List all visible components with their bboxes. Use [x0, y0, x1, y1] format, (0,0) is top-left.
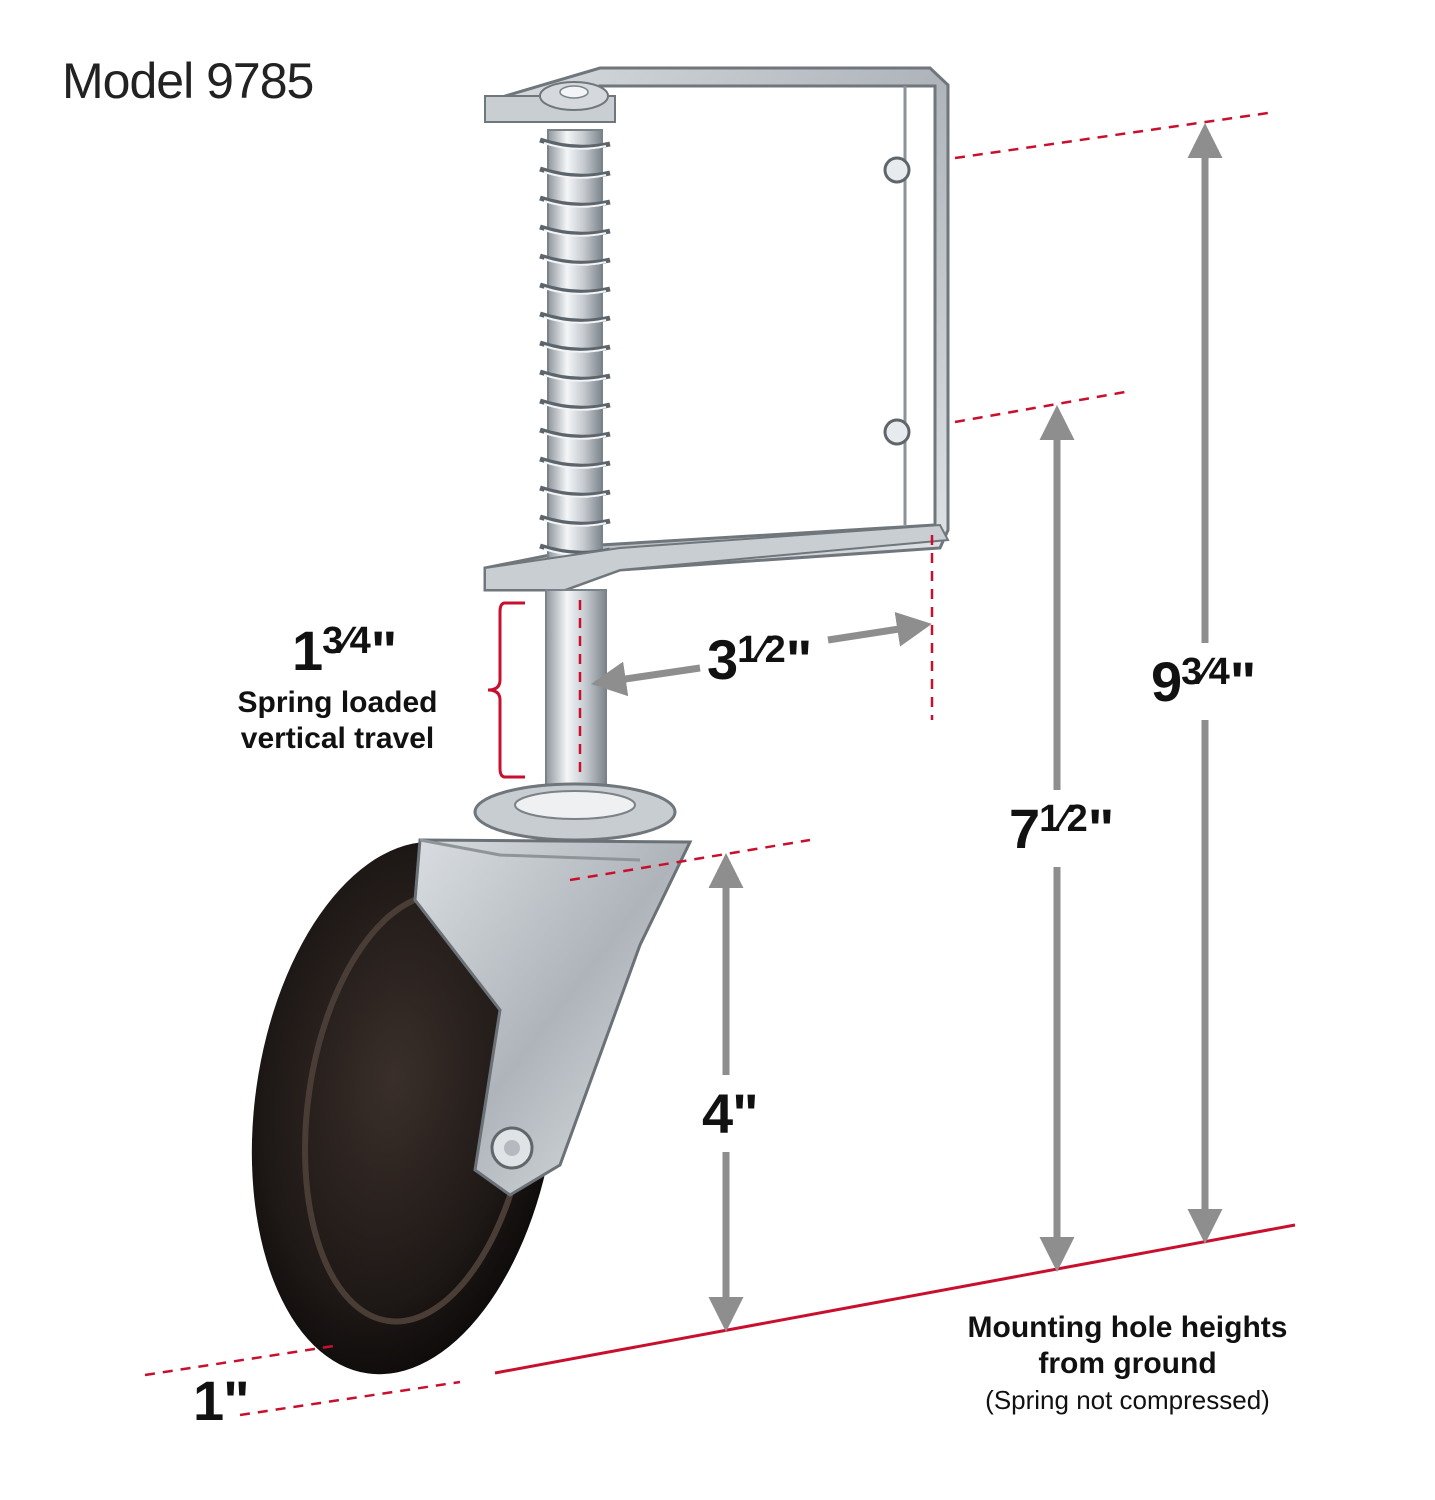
spring-coil-highlight	[543, 345, 607, 353]
spring-coil	[539, 224, 611, 237]
mounting-note: Mounting hole heights from ground (Sprin…	[920, 1310, 1335, 1418]
arrow-3-1-2-right	[827, 611, 932, 647]
caster-fork	[413, 838, 693, 1197]
dim-9-3-4-whole: 9	[1151, 650, 1182, 713]
dim-3-1-2-fraction: 1⁄2	[737, 628, 786, 671]
spring-coils	[539, 137, 611, 556]
spring-coil-highlight	[543, 374, 607, 382]
mounting-hole-bottom	[883, 418, 911, 446]
dim-1-3-4-fraction: 3⁄4	[322, 619, 371, 662]
spring-coil	[539, 398, 611, 411]
spring-coil-highlight	[543, 490, 607, 498]
spring-coil-highlight	[543, 258, 607, 266]
spring-coil	[539, 253, 611, 266]
dim-7-1-2-unit: "	[1087, 797, 1115, 860]
ref-line-axle	[569, 838, 811, 882]
travel-note: Spring loaded vertical travel	[210, 685, 465, 757]
ref-line-wheel-base	[144, 1343, 341, 1377]
spring-coil	[539, 514, 611, 527]
dim-label-1: 1"	[193, 1368, 250, 1433]
reference-lines	[144, 110, 1276, 1417]
dim-9-3-4-unit: "	[1229, 650, 1257, 713]
dim-label-1-3-4: 13⁄4"	[292, 618, 398, 683]
gate-caster-illustration	[251, 66, 950, 1375]
travel-note-line-2: vertical travel	[240, 722, 435, 755]
ground-line	[494, 1223, 1296, 1375]
dim-7-1-2-fraction: 1⁄2	[1039, 797, 1088, 840]
mounting-hole-top	[883, 156, 911, 184]
spring-coil-highlight	[543, 432, 607, 440]
dim-4-value: 4"	[702, 1082, 759, 1145]
dim-label-3-1-2: 31⁄2"	[703, 627, 816, 692]
ref-line-bottom-hole	[954, 390, 1126, 424]
spring-coil	[539, 427, 611, 440]
spring-coil	[539, 369, 611, 382]
shaft	[545, 589, 607, 796]
bracket-bottom-plate	[484, 523, 950, 591]
dim-1-3-4-unit: "	[370, 619, 398, 682]
spring-coil-highlight	[543, 229, 607, 237]
spring-coil	[539, 166, 611, 179]
mounting-note-line-3: (Spring not compressed)	[985, 1385, 1270, 1415]
dim-1-3-4-whole: 1	[292, 619, 323, 682]
spring-coil	[539, 456, 611, 469]
spring-coil	[539, 340, 611, 353]
arrow-3-1-2-left	[591, 661, 701, 697]
dim-9-3-4-fraction: 3⁄4	[1181, 650, 1230, 693]
mounting-note-line-1: Mounting hole heights	[967, 1311, 1288, 1344]
dim-label-9-3-4: 93⁄4"	[1147, 643, 1260, 720]
travel-note-line-1: Spring loaded	[237, 686, 438, 719]
spring-coil-highlight	[543, 171, 607, 179]
ref-line-one-inch	[239, 1380, 461, 1417]
mounting-note-line-2: from ground	[1038, 1347, 1217, 1380]
dim-1-value: 1"	[193, 1369, 250, 1432]
travel-brace	[487, 601, 525, 779]
dim-label-4: 4"	[700, 1075, 760, 1152]
spring-coil-highlight	[543, 287, 607, 295]
spring-coil	[539, 282, 611, 295]
spring-coil	[539, 195, 611, 208]
dim-3-1-2-whole: 3	[707, 628, 738, 691]
ref-line-top-hole	[954, 110, 1276, 160]
dimension-arrows	[591, 123, 1223, 1332]
spring-coil-highlight	[543, 519, 607, 527]
spring-coil-highlight	[543, 316, 607, 324]
spring-coil-highlight	[543, 403, 607, 411]
dim-3-1-2-unit: "	[785, 628, 813, 691]
spring-coil	[539, 137, 611, 150]
dim-label-7-1-2: 71⁄2"	[1005, 790, 1118, 867]
spring-coil-highlight	[543, 461, 607, 469]
spring-coil-highlight	[543, 142, 607, 150]
model-title: Model 9785	[62, 53, 314, 109]
spring-coil-highlight	[543, 200, 607, 208]
dim-7-1-2-whole: 7	[1009, 797, 1040, 860]
spring-coil	[539, 485, 611, 498]
spring-coil	[539, 311, 611, 324]
